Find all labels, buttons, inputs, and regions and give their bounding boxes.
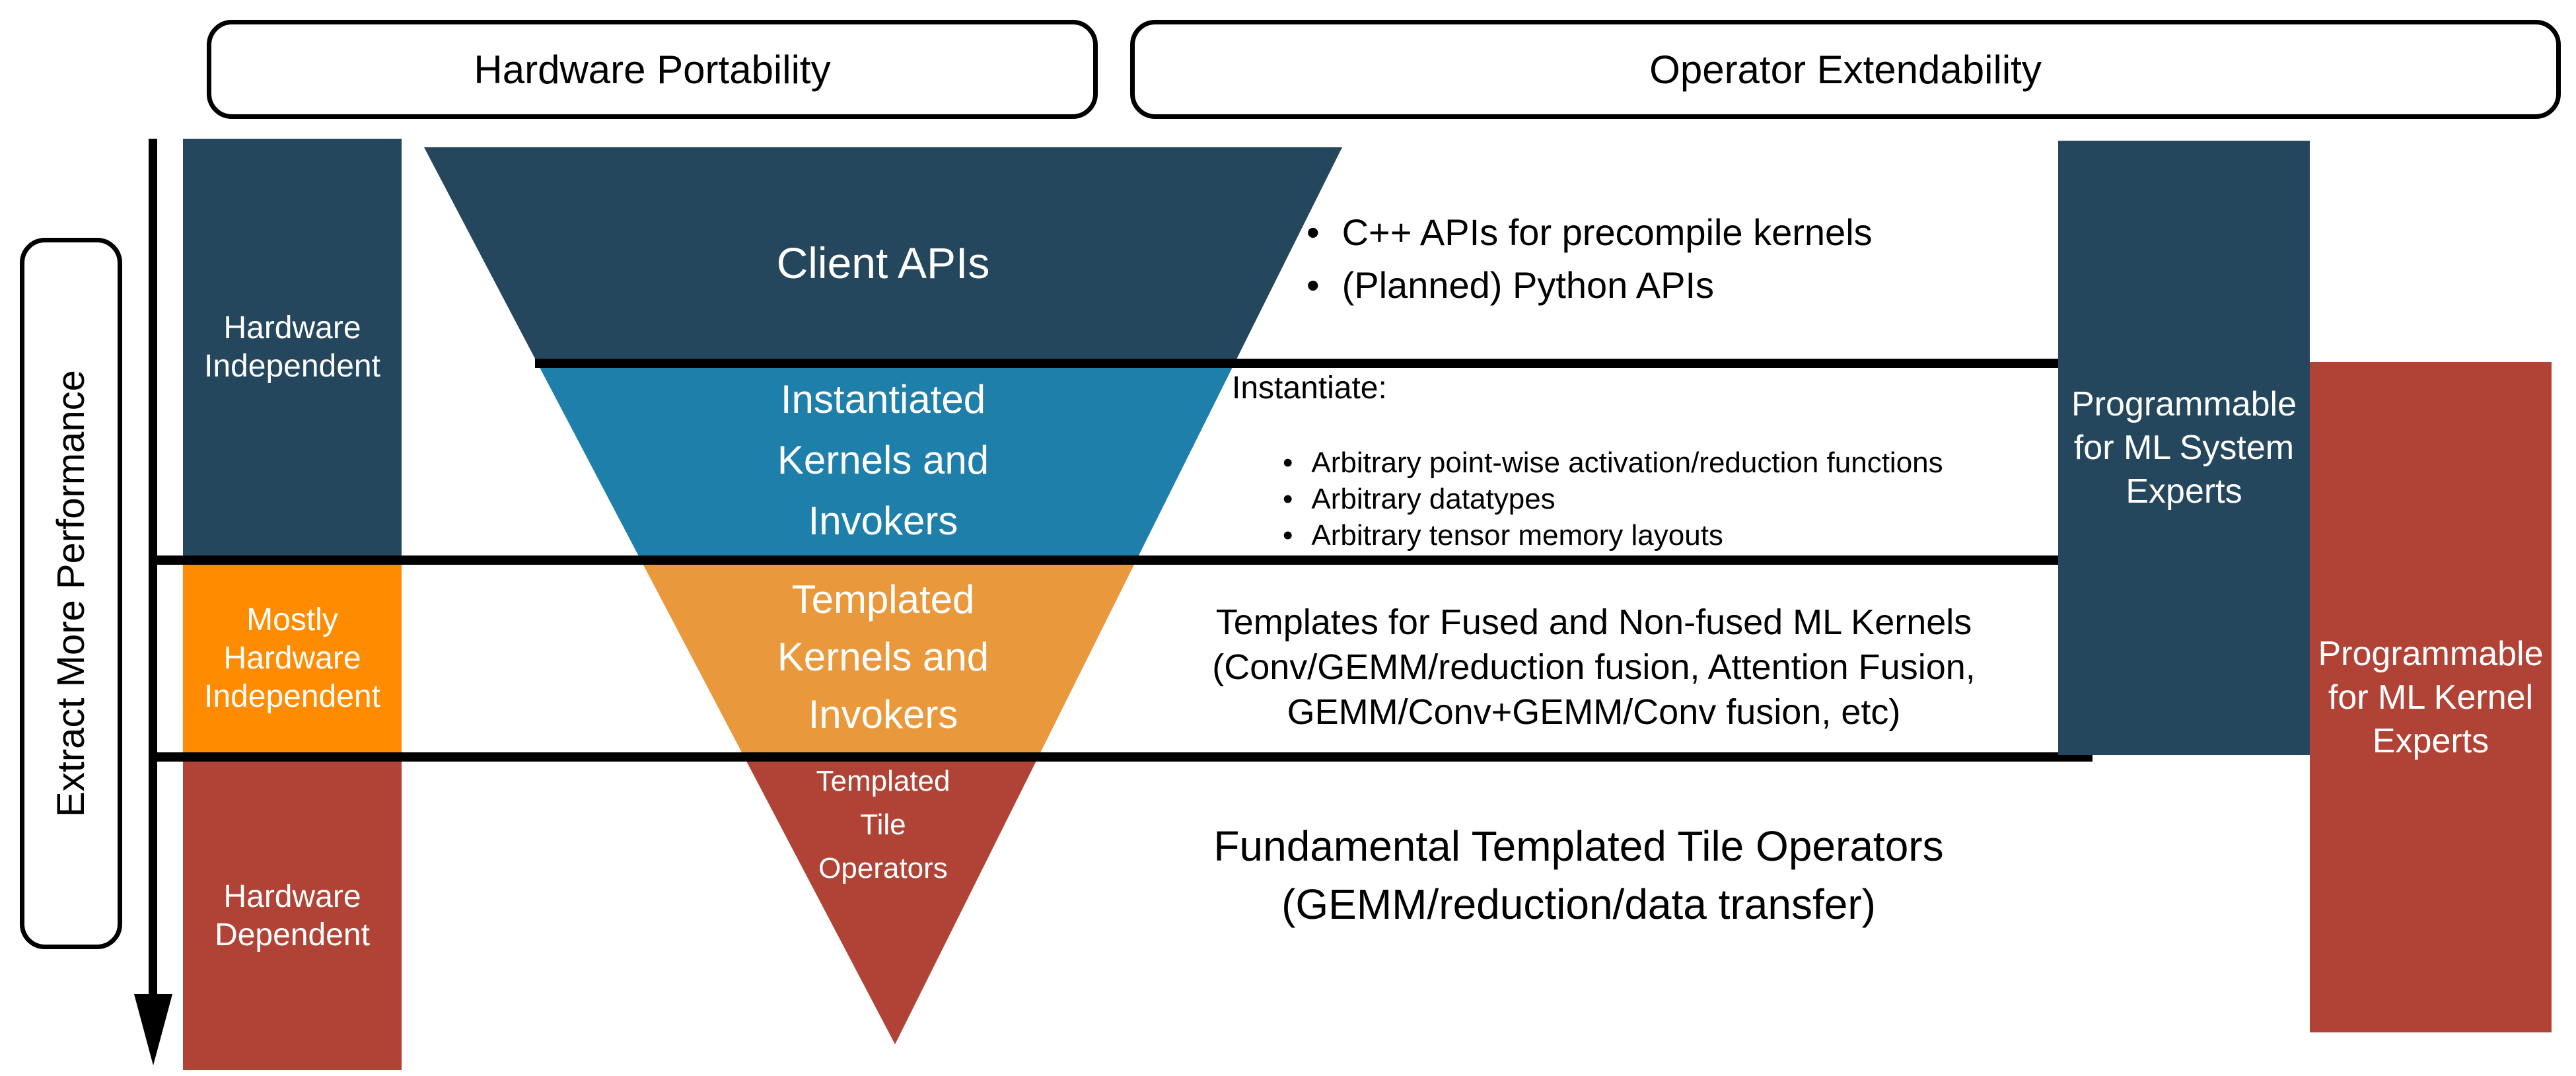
box-label-line: Hardware — [223, 879, 361, 914]
funnel-label-line: Templated — [816, 765, 950, 797]
box-label-line: Hardware — [223, 641, 361, 676]
templates-description-line: (Conv/GEMM/reduction fusion, Attention F… — [1212, 647, 1976, 687]
bullet-text: Arbitrary point-wise activation/reductio… — [1311, 447, 1943, 479]
header-operator-extendability: Operator Extendability — [1130, 20, 2561, 119]
right-box-ml-kernel-experts: Programmable for ML Kernel Experts — [2310, 362, 2552, 1032]
box-label-line: Independent — [204, 348, 380, 384]
layer-divider-1 — [535, 359, 2093, 368]
bullet-item: • Arbitrary datatypes — [1283, 481, 1943, 517]
left-column-mostly-hardware-independent: Mostly Hardware Independent — [183, 565, 402, 752]
client-api-bullet-list: • C++ APIs for precompile kernels • (Pla… — [1306, 206, 1873, 312]
bullet-text: C++ APIs for precompile kernels — [1342, 211, 1873, 253]
templates-description-line: GEMM/Conv+GEMM/Conv fusion, etc) — [1287, 692, 1901, 732]
bullet-icon: • — [1283, 519, 1293, 552]
header-hardware-portability: Hardware Portability — [207, 20, 1098, 119]
header-hardware-portability-label: Hardware Portability — [474, 47, 831, 92]
performance-arrow-head-icon — [134, 994, 172, 1065]
fundamental-operators-description: Fundamental Templated Tile Operators (GE… — [1050, 817, 2107, 933]
box-label-line: Experts — [2372, 721, 2489, 760]
funnel-label-line: Invokers — [808, 499, 958, 543]
box-label-line: Programmable — [2318, 634, 2544, 673]
fundamental-operators-line: (GEMM/reduction/data transfer) — [1281, 880, 1876, 928]
funnel-label-line: Operators — [818, 852, 948, 884]
box-label-line: Experts — [2126, 472, 2242, 511]
funnel-label-line: Invokers — [808, 692, 958, 736]
bullet-item: • C++ APIs for precompile kernels — [1306, 206, 1873, 259]
box-label-line: Independent — [204, 679, 380, 714]
funnel-label-line: Tile — [860, 808, 906, 841]
bullet-item: • Arbitrary point-wise activation/reduct… — [1283, 445, 1943, 481]
performance-axis-pill: Extract More Performance — [20, 238, 122, 949]
bullet-text: Arbitrary tensor memory layouts — [1311, 519, 1723, 552]
box-label-line: Dependent — [215, 917, 370, 952]
layer-divider-3 — [149, 752, 2093, 762]
performance-axis-label: Extract More Performance — [50, 370, 93, 817]
funnel-label-templated-kernels: Templated Kernels and Invokers — [424, 571, 1342, 743]
box-label-line: Programmable — [2071, 385, 2297, 423]
header-operator-extendability-label: Operator Extendability — [1649, 47, 2042, 92]
fundamental-operators-line: Fundamental Templated Tile Operators — [1213, 822, 1944, 870]
templates-description: Templates for Fused and Non-fused ML Ker… — [1131, 600, 2056, 735]
funnel-label-instantiated-kernels: Instantiated Kernels and Invokers — [424, 369, 1342, 552]
funnel-label-line: Templated — [791, 577, 975, 622]
funnel-label-line: Kernels and — [777, 438, 989, 482]
instantiate-heading: Instantiate: — [1232, 371, 1387, 406]
templates-description-line: Templates for Fused and Non-fused ML Ker… — [1215, 602, 1972, 642]
bullet-text: Arbitrary datatypes — [1311, 483, 1556, 515]
box-label-line: for ML System — [2073, 429, 2295, 467]
right-box-ml-system-experts: Programmable for ML System Experts — [2058, 141, 2310, 755]
bullet-item: • Arbitrary tensor memory layouts — [1283, 517, 1943, 554]
bullet-icon: • — [1306, 264, 1320, 306]
layer-divider-2 — [149, 556, 2093, 565]
funnel-label-client-apis: Client APIs — [424, 236, 1342, 289]
funnel-label-line: Instantiated — [780, 377, 986, 421]
box-label-line: Hardware — [223, 310, 361, 345]
instantiate-bullet-list: • Arbitrary point-wise activation/reduct… — [1283, 445, 1943, 554]
bullet-text: (Planned) Python APIs — [1342, 264, 1715, 306]
performance-arrow-shaft — [149, 139, 157, 997]
bullet-icon: • — [1306, 211, 1320, 253]
funnel-label-templated-tile-operators: Templated Tile Operators — [424, 760, 1342, 890]
box-label-line: Mostly — [246, 602, 338, 637]
bullet-item: • (Planned) Python APIs — [1306, 259, 1873, 312]
bullet-icon: • — [1283, 483, 1293, 515]
left-column-hardware-independent: Hardware Independent — [183, 139, 402, 556]
funnel-label-line: Kernels and — [777, 635, 989, 679]
box-label-line: for ML Kernel — [2328, 678, 2534, 717]
left-column-hardware-dependent: Hardware Dependent — [183, 762, 402, 1070]
funnel-label-line: Client APIs — [776, 238, 990, 287]
bullet-icon: • — [1283, 447, 1293, 479]
